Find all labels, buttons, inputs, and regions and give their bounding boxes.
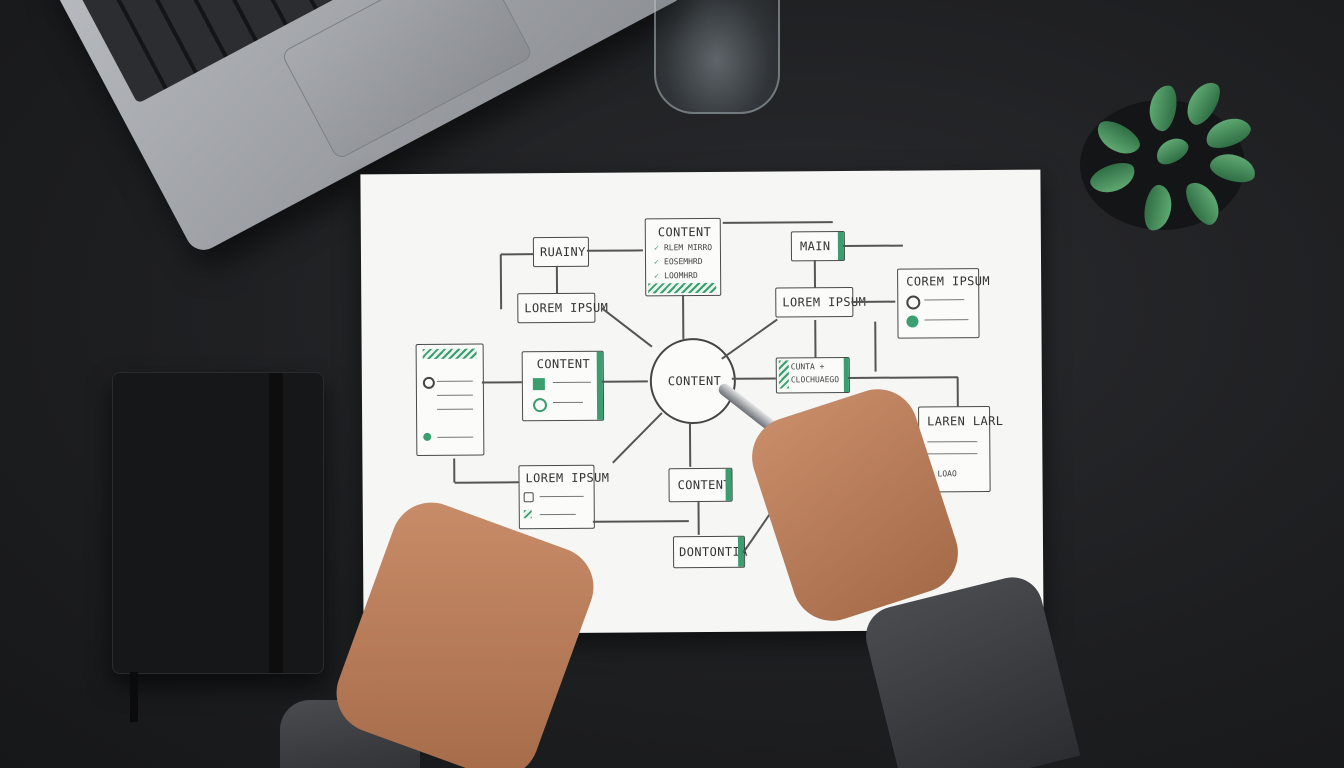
node-list-line [436,394,473,396]
node-corem-line [924,299,965,301]
node-lorem-line [539,495,584,498]
node-lorem-ipsum-bottom-label: LOREM IPSUM [525,470,610,486]
node-list-panel [415,343,485,456]
checkbox-checked-icon [523,510,532,519]
laptop-trackpad [280,0,534,161]
node-content-center: CONTENT [649,337,737,425]
node-lorem-ipsum-left-label: LOREM IPSUM [524,300,609,316]
node-content-top-item1: RLEM MIRRO [663,242,713,253]
check-icon: ✓ [654,271,659,281]
check-icon: ✓ [653,257,659,267]
node-list-line [437,436,474,438]
node-content-center-label: CONTENT [667,373,722,389]
node-content-top-item3: LOOMHRD [664,271,698,281]
node-cunta: CUNTA + CLOCHUAEGO [775,356,850,394]
node-lorem-ipsum-bottom: LOREM IPSUM [518,464,609,530]
node-corem-ipsum: COREM IPSUM [897,268,990,339]
node-content-top-label: CONTENT [657,224,712,240]
node-content-square-icon [532,378,545,391]
node-cunta-hatch [778,360,789,389]
node-list-dot-icon [423,432,432,441]
diagram-connectors [360,170,1040,553]
node-content-top-item2: EOSEMHRD [663,256,703,267]
node-content-top: CONTENT ✓ RLEM MIRRO ✓ EOSEMHRD ✓ LOOMHR… [644,217,722,297]
node-main: MAIN [790,230,846,262]
node-content-top-hatch [648,282,717,294]
node-corem-circle-icon [906,295,921,310]
node-list-line [436,380,473,382]
node-list-panel-hatch [422,348,477,359]
node-content-line [552,401,584,404]
node-corem-dot-icon [906,315,919,328]
node-laren-larl-label: LAREN LARL [927,413,1004,429]
notebook-ribbon [130,672,138,722]
notebook [112,372,324,674]
node-cunta-accent [843,357,849,393]
node-lorem-ipsum-right: LOREM IPSUM [775,286,866,318]
node-corem-line [924,319,969,321]
node-clochuaego-label: CLOCHUAEGO [790,375,840,385]
check-icon: ✓ [653,243,659,253]
node-corem-ipsum-label: COREM IPSUM [906,273,991,289]
node-content-line [552,381,591,384]
node-ruainy-label: RUAINY [539,244,586,260]
checkbox-icon [523,492,534,503]
node-content-mid-left-accent [596,351,604,420]
node-laren-larl-item: LOAO [937,469,957,479]
notebook-band [269,373,283,673]
node-list-circle-icon [422,376,435,389]
node-laren-line [927,441,978,443]
node-lorem-line [539,513,576,516]
node-cunta-label: CUNTA + [790,362,825,372]
node-main-label: MAIN [799,239,831,254]
node-ruainy: RUAINY [532,236,590,268]
node-laren-line [927,453,978,455]
node-content-mid-left: CONTENT [521,350,605,422]
water-glass [654,0,780,114]
node-lorem-ipsum-left: LOREM IPSUM [517,292,608,324]
node-list-line [437,408,474,410]
node-content-bottom-accent [725,468,732,501]
node-content-bottom: CONTENT [668,467,733,503]
node-content-mid-left-label: CONTENT [536,356,591,372]
node-content-circle-icon [532,398,548,413]
node-content-bottom-label: CONTENT [677,477,732,493]
node-dontontia: DONTONTIA [672,535,748,569]
